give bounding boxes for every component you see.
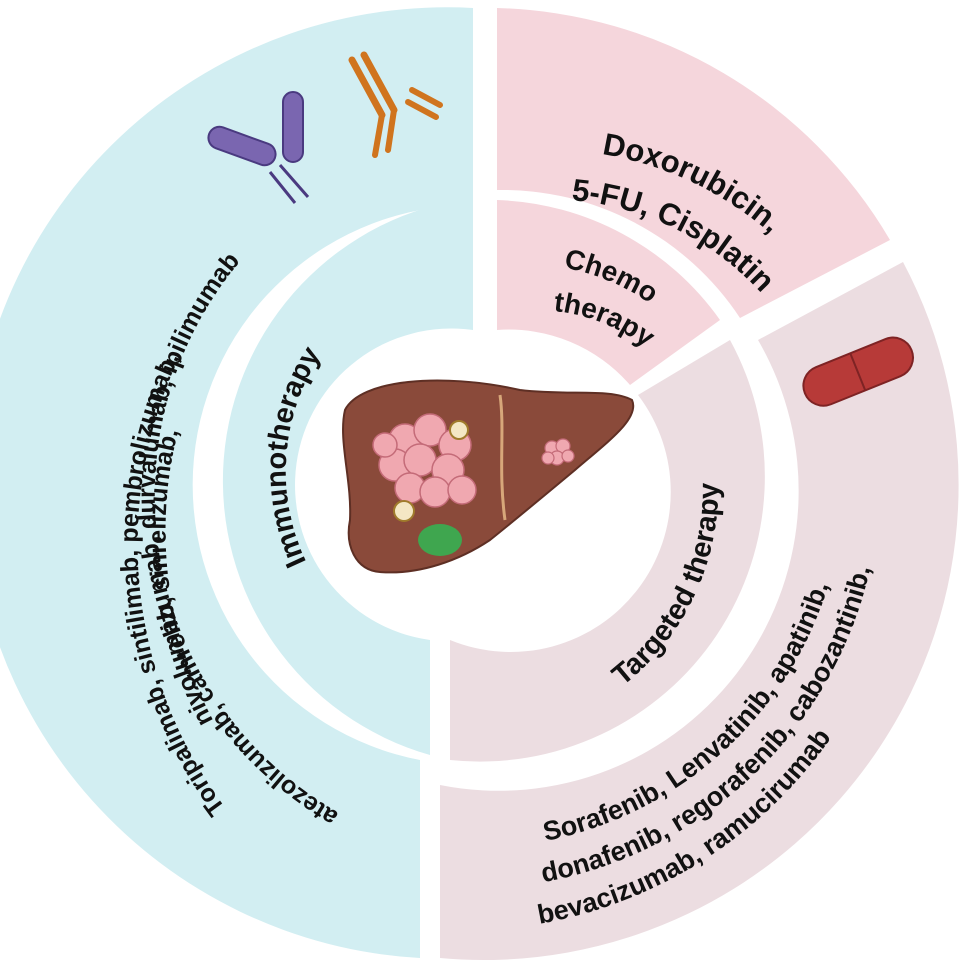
immuno-inner-sector — [222, 198, 473, 755]
liver-tumor-icon — [342, 379, 635, 574]
immuno-outer-sector — [0, 7, 473, 958]
antibody-icon-2 — [348, 51, 443, 158]
antibody-icon — [207, 91, 310, 204]
chemo-inner-sector — [497, 200, 720, 385]
targeted-outer-sector — [440, 262, 959, 961]
chemo-outer-sector — [497, 8, 890, 318]
capsule-icon — [802, 336, 914, 407]
targeted-inner-sector — [450, 340, 765, 762]
